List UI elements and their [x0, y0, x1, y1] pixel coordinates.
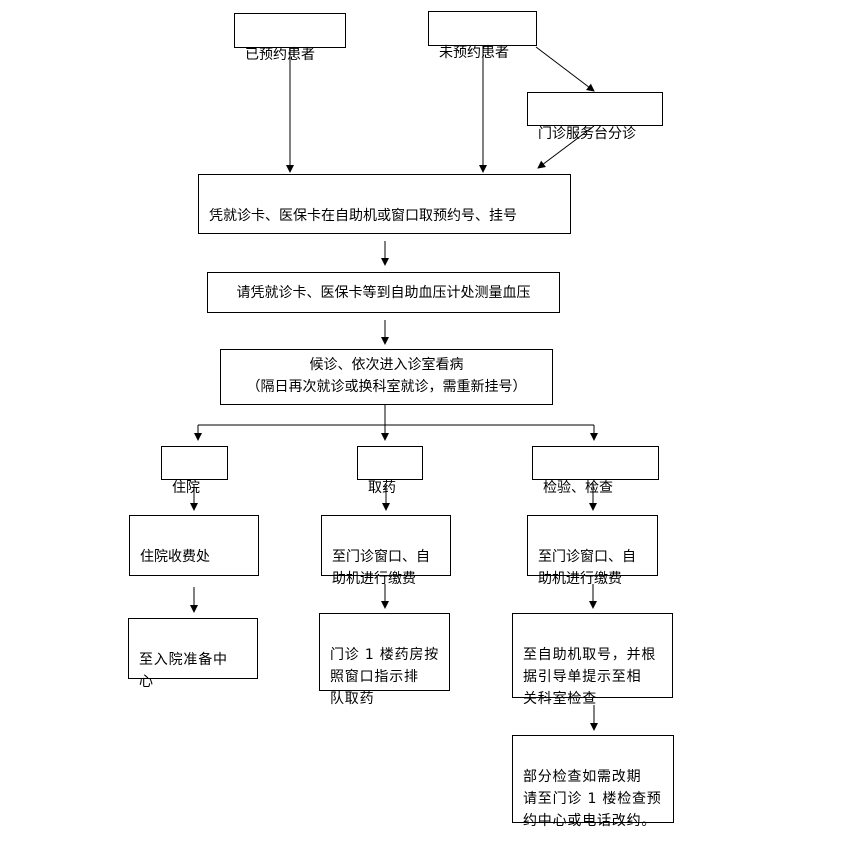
- hospitalization-label: 住院: [172, 480, 200, 496]
- blood-pressure-label: 请凭就诊卡、医保卡等到自助血压计处测量血压: [236, 285, 531, 301]
- consultation-box: 候诊、依次进入诊室看病 （隔日再次就诊或换科室就诊，需重新挂号）: [220, 349, 553, 405]
- exam-ticket-label: 至自助机取号，并根 据引导单提示至相 关科室检查: [523, 647, 657, 707]
- exam-ticket-box: 至自助机取号，并根 据引导单提示至相 关科室检查: [512, 613, 673, 707]
- consultation-line-1: 候诊、依次进入诊室看病: [309, 357, 464, 373]
- service-desk-label: 门诊服务台分诊: [538, 126, 636, 142]
- hospitalization-box: 住院: [161, 446, 228, 496]
- booked-patient-box: 已预约患者: [234, 13, 346, 63]
- consultation-line-2: （隔日再次就诊或换科室就诊，需重新挂号）: [246, 379, 527, 395]
- registration-label: 凭就诊卡、医保卡在自助机或窗口取预约号、挂号: [209, 208, 517, 224]
- inpatient-prep-box: 至入院准备中 心: [128, 618, 258, 690]
- medicine-pickup-box: 取药: [357, 446, 423, 496]
- unbooked-patient-label: 未预约患者: [439, 45, 509, 61]
- arrow-service-desk-to-registration: [537, 125, 595, 169]
- pharmacy-queue-box: 门诊 1 楼药房按 照窗口指示排 队取药: [319, 613, 450, 707]
- examination-box: 检验、检查: [532, 446, 659, 496]
- inpatient-billing-label: 住院收费处: [140, 549, 210, 565]
- arrow-unbooked-to-service-desk: [535, 46, 595, 92]
- booked-patient-label: 已预约患者: [245, 47, 315, 63]
- registration-box: 凭就诊卡、医保卡在自助机或窗口取预约号、挂号: [198, 174, 571, 234]
- blood-pressure-box: 请凭就诊卡、医保卡等到自助血压计处测量血压: [207, 272, 560, 313]
- service-desk-box: 门诊服务台分诊: [527, 92, 663, 142]
- medicine-payment-label: 至门诊窗口、自 助机进行缴费: [332, 549, 430, 587]
- reschedule-note-label: 部分检查如需改期 请至门诊 1 楼检查预 约中心或电话改约。: [523, 769, 662, 829]
- medicine-pickup-label: 取药: [368, 480, 396, 496]
- medicine-payment-box: 至门诊窗口、自 助机进行缴费: [321, 515, 451, 587]
- unbooked-patient-box: 未预约患者: [428, 11, 537, 61]
- inpatient-billing-box: 住院收费处: [129, 515, 259, 576]
- exam-payment-label: 至门诊窗口、自 助机进行缴费: [538, 549, 636, 587]
- exam-payment-box: 至门诊窗口、自 助机进行缴费: [527, 515, 658, 587]
- pharmacy-queue-label: 门诊 1 楼药房按 照窗口指示排 队取药: [330, 647, 440, 707]
- reschedule-note-box: 部分检查如需改期 请至门诊 1 楼检查预 约中心或电话改约。: [512, 735, 674, 829]
- examination-label: 检验、检查: [543, 480, 613, 496]
- inpatient-prep-label: 至入院准备中 心: [139, 652, 228, 690]
